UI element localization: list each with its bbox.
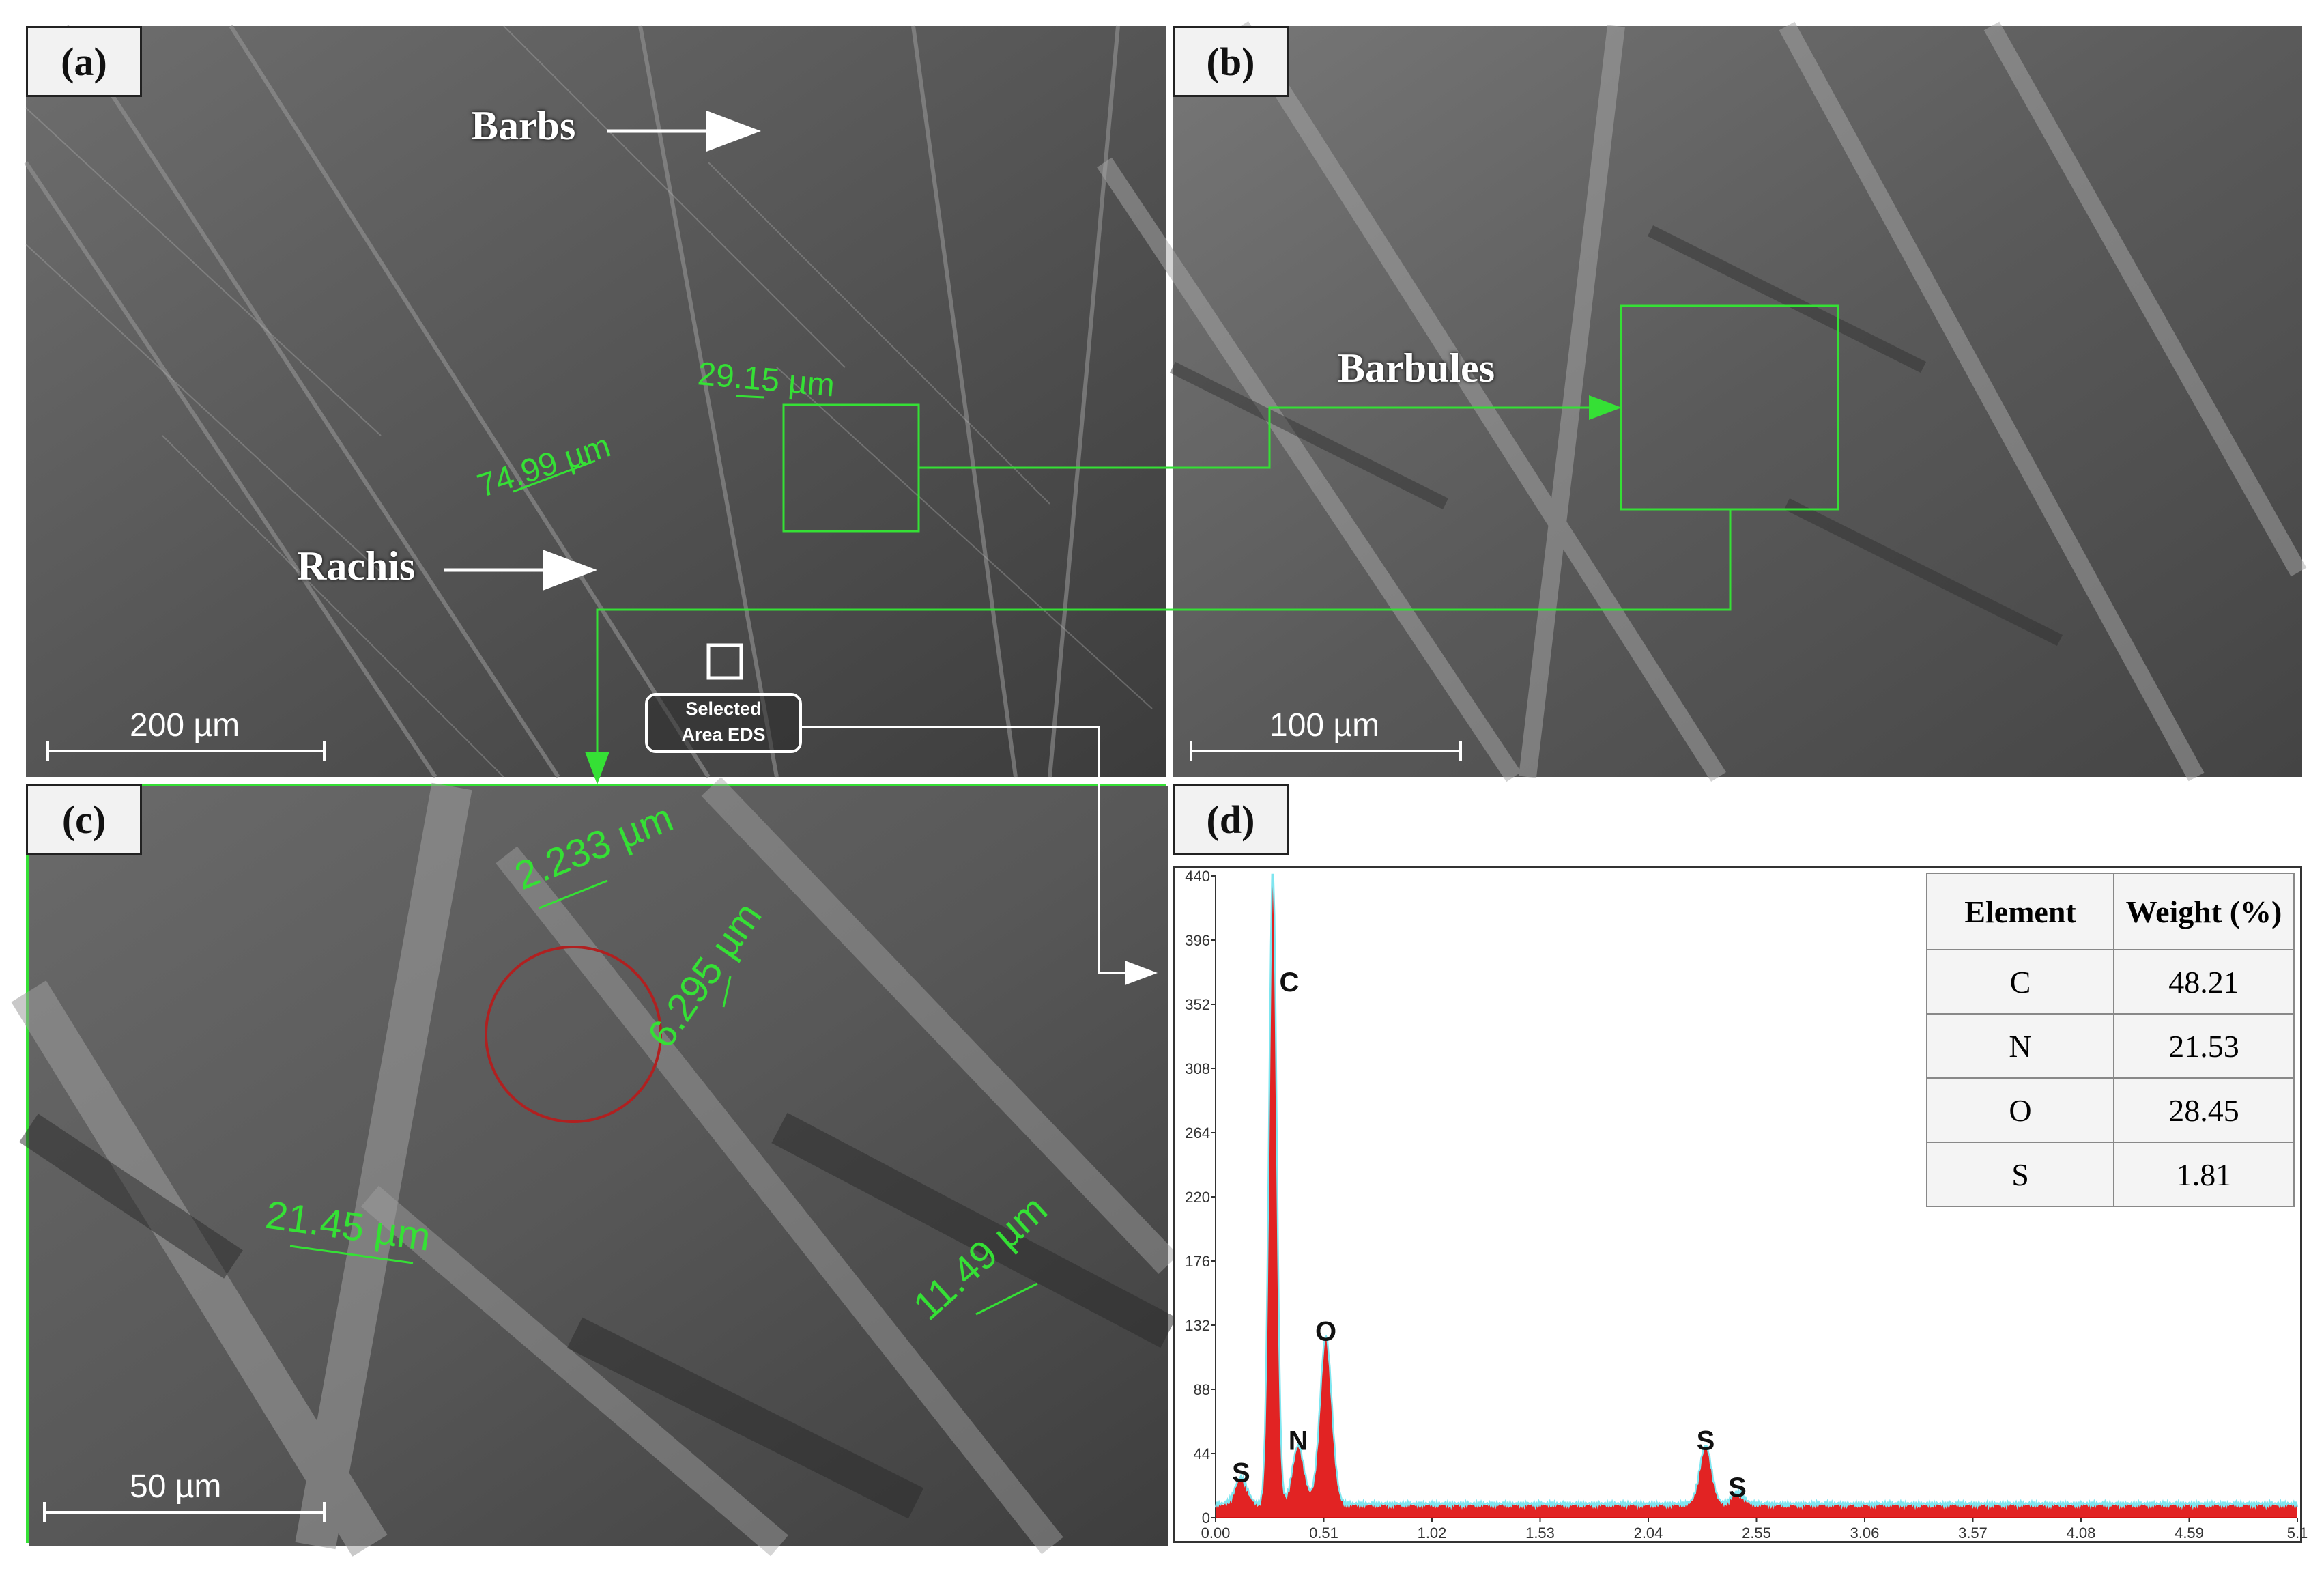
panel-label-b: (b): [1173, 26, 1289, 97]
sem-image-b: [1097, 21, 2307, 782]
table-cell: O: [1926, 1077, 2114, 1143]
y-tick-label: 396: [1185, 932, 1210, 949]
rachis-label: Rachis: [297, 543, 416, 589]
x-tick-label: 4.08: [2067, 1525, 2096, 1542]
table-cell: 21.53: [2113, 1013, 2295, 1079]
x-tick-label: 3.06: [1850, 1525, 1880, 1542]
x-tick-label: 2.55: [1742, 1525, 1771, 1542]
table-header-element: Element: [1926, 873, 2114, 950]
sem-image-a: [24, 25, 1166, 778]
x-tick-label: 3.57: [1958, 1525, 1988, 1542]
table-row: O 28.45: [1926, 1077, 2295, 1143]
table-row: C 48.21: [1926, 949, 2295, 1015]
table-row: N 21.53: [1926, 1013, 2295, 1079]
x-tick-label: 1.53: [1525, 1525, 1555, 1542]
x-tick-label: 1.02: [1418, 1525, 1447, 1542]
y-tick-label: 44: [1194, 1445, 1210, 1462]
sem-panel-b: [1097, 21, 2307, 782]
sem-image-c: [11, 777, 1179, 1557]
scale-bar-label-c: 50 µm: [130, 1469, 222, 1505]
eds-box-line2: Area EDS: [681, 724, 766, 745]
y-tick-label: 176: [1185, 1253, 1210, 1270]
peak-label: C: [1279, 967, 1299, 997]
x-tick-label: 0.00: [1201, 1525, 1231, 1542]
peak-label: S: [1232, 1458, 1250, 1488]
table-header-weight: Weight (%): [2113, 873, 2295, 950]
spectrum-area: [1216, 876, 2297, 1518]
barbules-label: Barbules: [1338, 345, 1495, 391]
sem-panel-a: [24, 25, 1166, 778]
peak-label: S: [1728, 1473, 1747, 1503]
scale-bar-label-b: 100 µm: [1269, 707, 1380, 743]
table-header-row: Element Weight (%): [1926, 873, 2295, 950]
table-cell: 48.21: [2113, 949, 2295, 1015]
eds-box-line1: Selected: [685, 698, 762, 719]
y-tick-label: 440: [1185, 868, 1210, 885]
y-tick-label: 0: [1202, 1510, 1210, 1527]
selected-area-eds-box: Selected Area EDS: [645, 693, 802, 753]
eds-spectrum-svg: 0 44 88 132 176 220 264 308 352 396 440 0.00 0.51 1.0…: [1185, 868, 2308, 1542]
table-row: S 1.81: [1926, 1142, 2295, 1207]
y-tick-label: 132: [1185, 1317, 1210, 1334]
composition-table: Element Weight (%) C 48.21 N 21.53 O 28.…: [1926, 873, 2295, 1207]
scale-bar-label-a: 200 µm: [130, 707, 240, 743]
x-tick-label: 4.59: [2175, 1525, 2204, 1542]
x-tick-label: 2.04: [1634, 1525, 1663, 1542]
table-cell: 1.81: [2113, 1142, 2295, 1207]
panel-label-c: (c): [26, 784, 142, 855]
y-tick-label: 264: [1185, 1124, 1210, 1142]
y-tick-label: 88: [1194, 1381, 1210, 1398]
panel-label-a: (a): [26, 26, 142, 97]
x-tick-label: 5.1: [2287, 1525, 2308, 1542]
sem-panel-c: [11, 777, 1179, 1557]
y-tick-label: 220: [1185, 1189, 1210, 1206]
peak-label: N: [1289, 1426, 1308, 1456]
table-cell: C: [1926, 949, 2114, 1015]
barbs-label: Barbs: [471, 103, 576, 148]
peak-label: S: [1697, 1426, 1715, 1456]
table-cell: S: [1926, 1142, 2114, 1207]
x-tick-label: 0.51: [1309, 1525, 1338, 1542]
table-cell: N: [1926, 1013, 2114, 1079]
panel-label-d: (d): [1173, 784, 1289, 855]
table-cell: 28.45: [2113, 1077, 2295, 1143]
spectrum-outline: [1214, 873, 2299, 1510]
y-tick-label: 308: [1185, 1060, 1210, 1077]
peak-label: O: [1315, 1316, 1336, 1346]
y-tick-label: 352: [1185, 996, 1210, 1013]
